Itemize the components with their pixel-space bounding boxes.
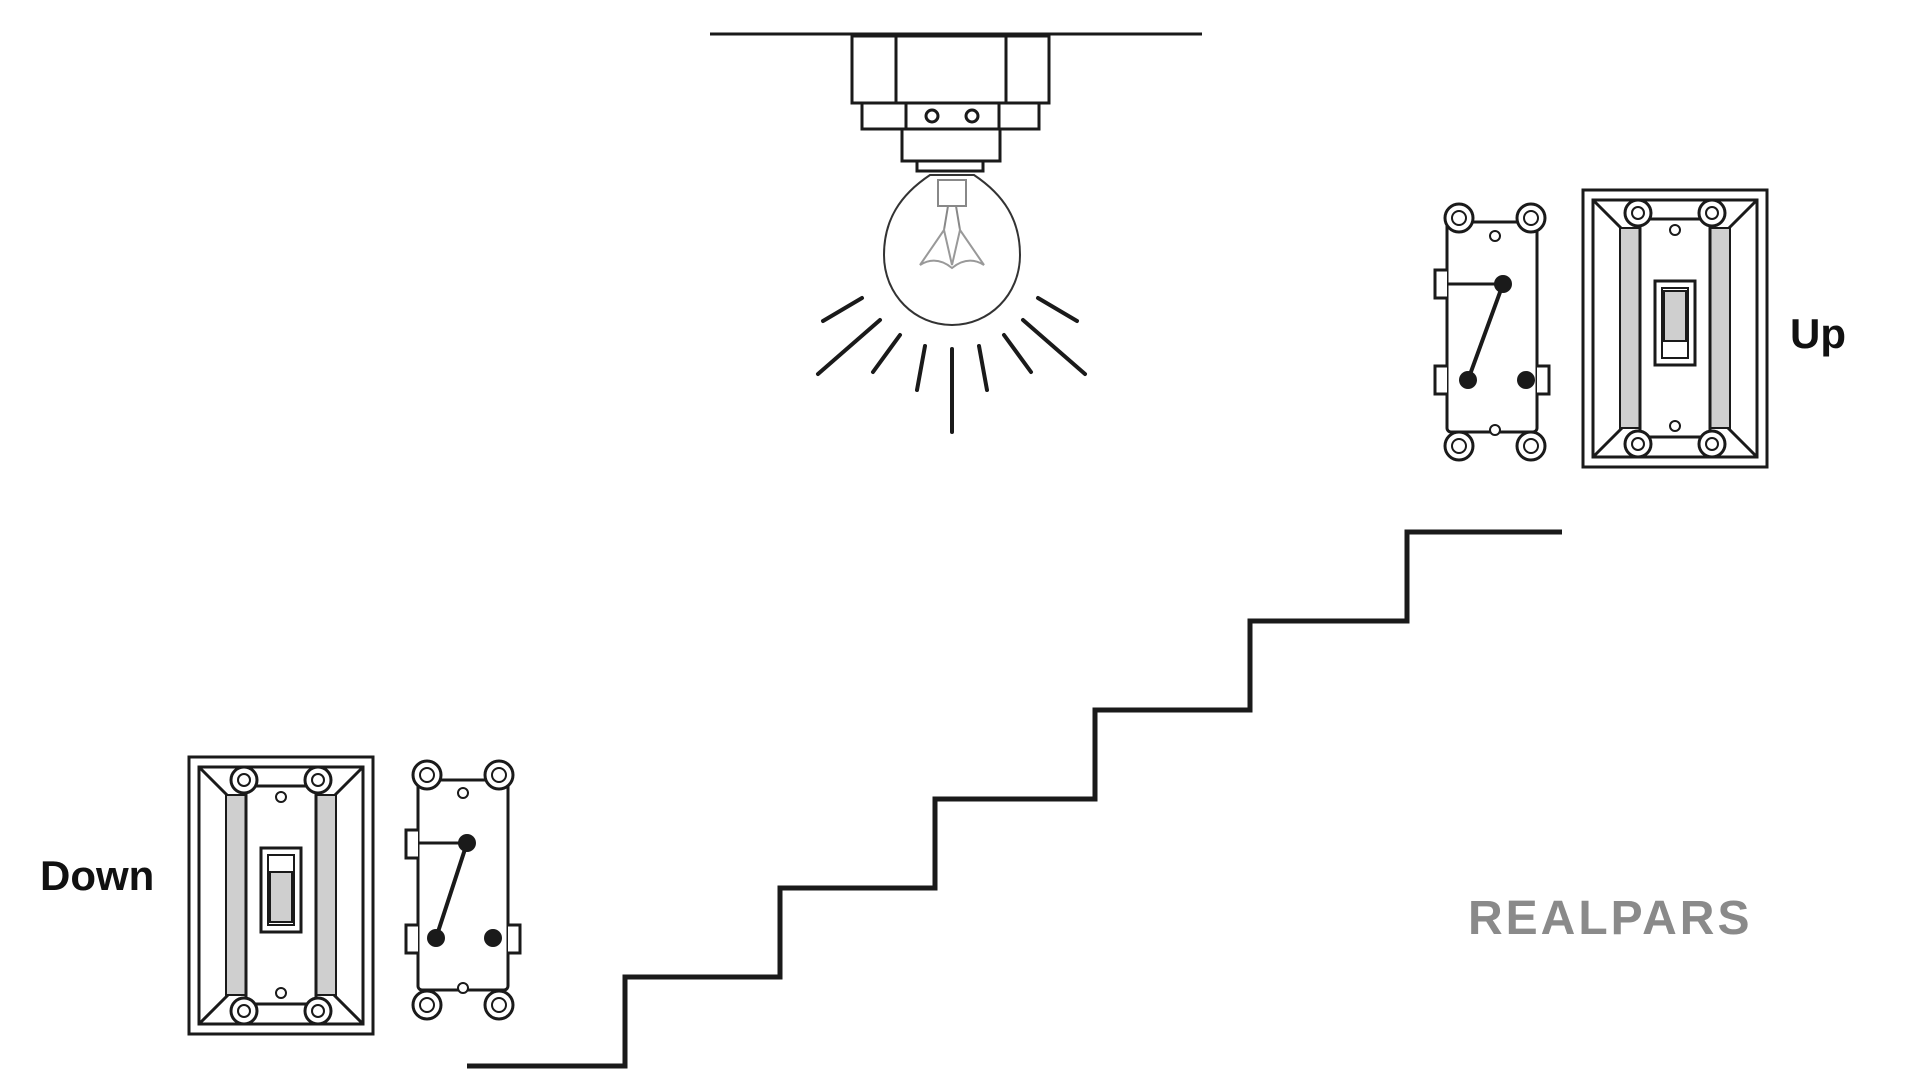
down-switch-plate [187, 755, 375, 1036]
up-label: Up [1790, 310, 1846, 357]
light-rays [816, 296, 1087, 434]
staircase [467, 529, 1562, 1069]
brand-logo: REALPARS [1468, 892, 1753, 945]
light-fixture [850, 34, 1051, 173]
up-toggle-lever [1663, 290, 1687, 342]
light-bulb-icon [882, 174, 1022, 327]
down-switch-mechanism [404, 759, 522, 1021]
down-toggle-lever [269, 871, 293, 923]
down-label: Down [40, 852, 155, 899]
up-switch-mechanism [1433, 202, 1551, 462]
up-switch-plate [1581, 188, 1769, 469]
